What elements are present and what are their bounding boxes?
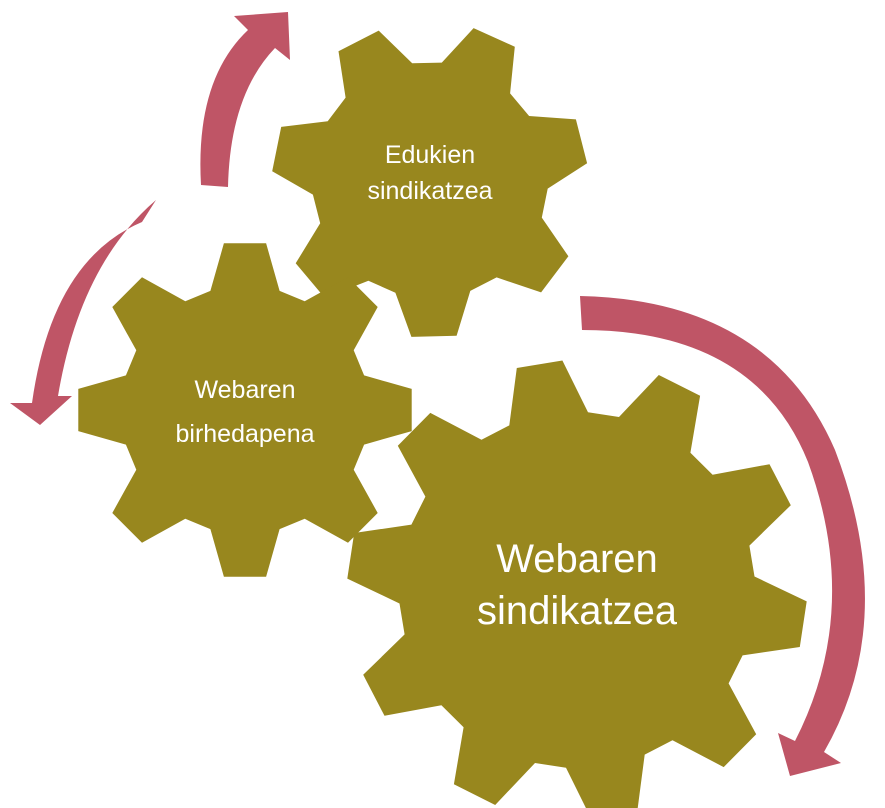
gear-syndication-shape <box>347 360 807 808</box>
arrow-syndication-cycle-icon <box>580 296 865 776</box>
gear-syndication-label-line2: sindikatzea <box>477 589 678 633</box>
gear-content-label-line1: Edukien <box>385 141 475 169</box>
gear-content-shape <box>272 28 588 337</box>
gear-redistribution-label-line1: Webaren <box>195 376 296 404</box>
gear-syndication-label-line1: Webaren <box>496 537 658 581</box>
gear-redistribution-shape <box>78 243 412 577</box>
gear-web-syndication: Webaren sindikatzea <box>347 360 807 808</box>
arrow-content-cycle-icon <box>200 12 290 187</box>
gear-content-label-line2: sindikatzea <box>367 177 492 205</box>
arrow-redistribution-cycle-icon <box>10 200 156 425</box>
gear-redistribution-label-line2: birhedapena <box>175 420 314 448</box>
gear-content-syndication: Edukien sindikatzea <box>272 28 588 337</box>
gear-web-redistribution: Webaren birhedapena <box>78 243 412 577</box>
